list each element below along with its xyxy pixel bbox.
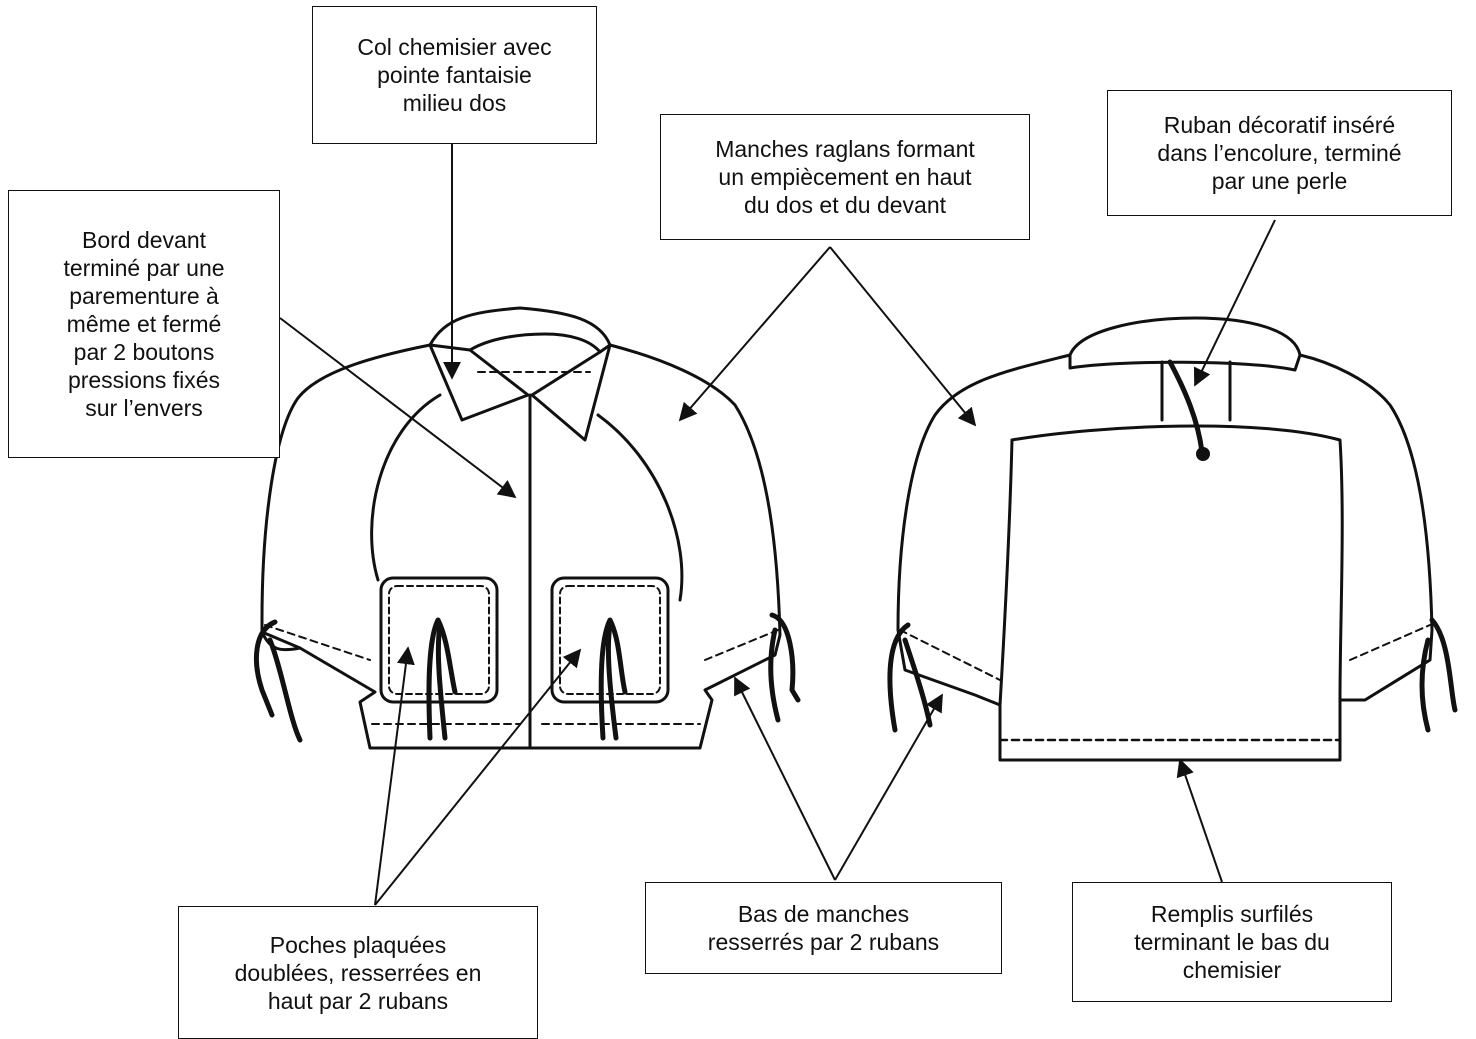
label-hem: Remplis surfilés terminant le bas du che… [1072, 882, 1392, 1002]
ribbon-bead [1196, 447, 1210, 461]
label-ribbon-neck: Ruban décoratif inséré dans l’encolure, … [1107, 90, 1452, 216]
back-yoke-seam [1010, 424, 1344, 702]
leader-raglan-front [678, 246, 831, 422]
label-front-edge-text: Bord devant terminé par une parementure … [63, 227, 225, 421]
leader-lines [279, 143, 1276, 906]
label-ribbon-neck-text: Ruban décoratif inséré dans l’encolure, … [1157, 112, 1402, 194]
back-collar [1068, 316, 1302, 372]
leader-ribbon-neck [1193, 219, 1276, 387]
leader-hem [1176, 758, 1223, 883]
leader-pocket-left [374, 646, 415, 906]
front-collar-left [428, 343, 530, 422]
label-pockets-text: Poches plaquées doublées, resserrées en … [234, 931, 482, 1014]
label-sleeve-hem: Bas de manches resserrés par 2 rubans [645, 882, 1002, 974]
right-sleeve-ribbon [769, 612, 801, 703]
label-collar: Col chemisier avec pointe fantaisie mili… [312, 6, 597, 144]
front-back-collar-band [428, 306, 612, 347]
left-sleeve-ribbon [253, 619, 278, 718]
label-raglan: Manches raglans formant un empiècement e… [660, 114, 1030, 240]
back-body-outline [896, 353, 1434, 762]
label-raglan-text: Manches raglans formant un empiècement e… [715, 136, 975, 218]
leader-front-edge [279, 317, 517, 499]
leader-sleeve-back [834, 693, 943, 881]
label-collar-text: Col chemisier avec pointe fantaisie mili… [357, 34, 552, 116]
front-view-blouse [253, 306, 801, 750]
raglan-seam-left [370, 393, 442, 582]
label-pockets: Poches plaquées doublées, resserrées en … [178, 906, 538, 1039]
raglan-seam-right [596, 413, 684, 602]
leader-raglan-back [829, 246, 977, 427]
label-sleeve-hem-text: Bas de manches resserrés par 2 rubans [707, 901, 940, 955]
leader-sleeve-front [734, 676, 836, 881]
label-hem-text: Remplis surfilés terminant le bas du che… [1134, 901, 1330, 983]
leader-pocket-right [374, 648, 582, 906]
front-body-outline [260, 343, 782, 750]
label-front-edge: Bord devant terminé par une parementure … [8, 190, 280, 458]
back-view-blouse [887, 316, 1458, 762]
front-collar-right [530, 343, 612, 442]
